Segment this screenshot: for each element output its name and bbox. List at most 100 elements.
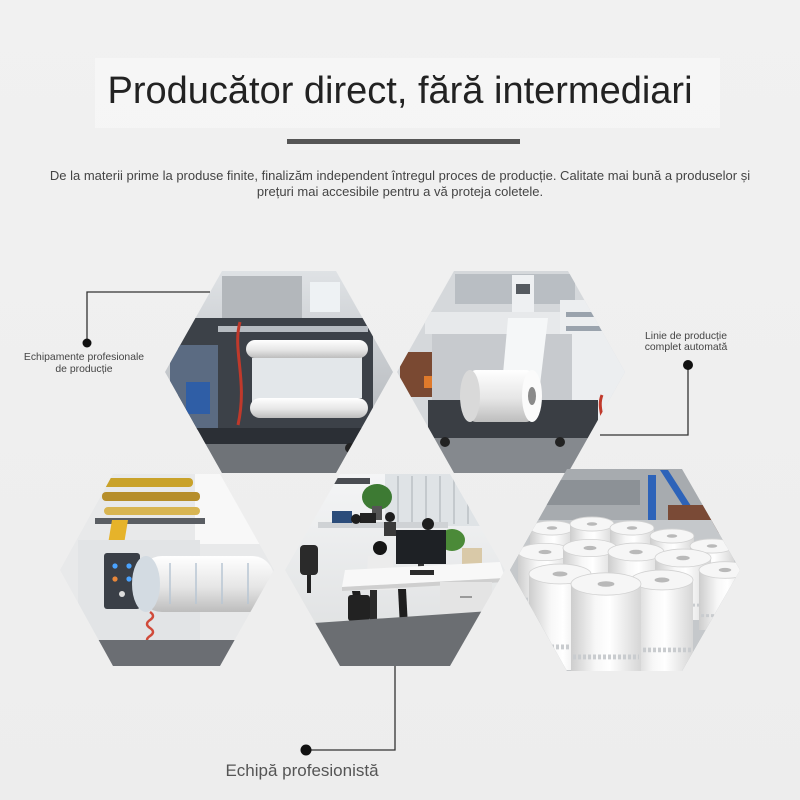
guide-roller xyxy=(218,326,368,332)
person-legs xyxy=(370,590,377,620)
intro-text: De la materii prime la produse finite, f… xyxy=(0,168,800,200)
steel-roller xyxy=(95,518,205,524)
roll-core xyxy=(546,526,558,530)
person-head xyxy=(385,512,395,522)
control-knob xyxy=(119,591,125,597)
machine-base xyxy=(182,428,370,444)
roll-core xyxy=(586,522,598,526)
roll-core xyxy=(666,534,678,538)
gold-roller xyxy=(104,507,200,515)
machine-display xyxy=(516,284,530,294)
factory-wall-panel xyxy=(222,276,302,318)
photo-slitting-machine xyxy=(60,474,274,666)
machine-control-box xyxy=(186,382,210,414)
gold-roller xyxy=(102,492,200,501)
desk-monitor xyxy=(396,530,446,564)
film-roll-body xyxy=(470,370,532,422)
roll-core xyxy=(552,571,568,577)
film-roll-end xyxy=(460,370,480,422)
person-head xyxy=(422,518,434,530)
roll-core xyxy=(538,549,552,555)
office-plant xyxy=(362,484,392,510)
roll-body xyxy=(631,580,693,671)
callout-dot-equipment xyxy=(82,338,92,348)
film-web xyxy=(252,352,362,402)
blue-machine-pillar xyxy=(648,475,656,540)
intro-line: prețuri mai accesibile pentru a vă prote… xyxy=(256,184,544,199)
roll-core xyxy=(676,555,690,561)
roll-core xyxy=(706,544,718,548)
callout-label-line: Linie de producție xyxy=(644,331,728,342)
keyboard xyxy=(410,570,434,575)
indicator-light xyxy=(112,576,118,582)
person-head xyxy=(373,541,387,555)
person-head xyxy=(351,514,361,524)
title-underline xyxy=(287,139,520,144)
film-print-pattern xyxy=(169,563,249,604)
person-body xyxy=(384,522,396,536)
machine-wheel xyxy=(440,437,450,447)
office-floor xyxy=(285,610,505,666)
ceiling-light xyxy=(300,478,370,484)
callout-label-line: complet automată xyxy=(644,342,728,353)
factory-window xyxy=(310,282,340,312)
factory-floor xyxy=(60,640,274,666)
callout-line-team xyxy=(306,666,396,751)
photo-film-rolls xyxy=(510,469,740,671)
photo-automated-production-line xyxy=(397,271,625,473)
machine-wheel xyxy=(345,443,355,453)
callout-label-equipment: Echipamente profesionale de producție xyxy=(14,352,154,376)
plant-pot xyxy=(372,506,382,520)
callout-label-team: Echipă profesionistă xyxy=(225,761,379,780)
office-window xyxy=(385,474,505,526)
monitor xyxy=(360,513,376,523)
callout-label-line: Echipamente profesionale xyxy=(23,352,145,363)
chair-stem xyxy=(307,575,311,593)
machine-housing xyxy=(425,312,575,334)
film-roll xyxy=(246,340,368,358)
page-title: Producător direct, fără intermediari xyxy=(107,70,693,112)
coiled-cable xyxy=(145,610,155,646)
office-chair xyxy=(348,595,370,621)
indicator-light xyxy=(126,576,132,582)
roll-core xyxy=(597,581,615,587)
drawer-handle xyxy=(460,596,472,598)
intro-line: De la materii prime la produse finite, f… xyxy=(49,168,751,183)
roll-body xyxy=(571,584,641,671)
desk-edge xyxy=(342,578,505,591)
roll-body xyxy=(699,570,740,630)
factory-floor xyxy=(397,438,625,473)
film-roll-end xyxy=(132,556,160,612)
callout-dot-team xyxy=(300,744,312,756)
roll-core xyxy=(718,567,732,573)
distant-machines xyxy=(540,480,640,505)
cabinet-vent xyxy=(566,326,616,331)
machine-wheel xyxy=(195,443,205,453)
photo-office-team xyxy=(285,474,505,666)
callout-label-line: de producție xyxy=(55,364,113,375)
film-roll xyxy=(570,572,642,671)
roll-core xyxy=(626,526,638,530)
roll-core xyxy=(654,577,670,583)
indicator-light xyxy=(112,563,118,569)
callout-label-production-line: Linie de producție complet automată xyxy=(626,331,746,353)
film-roll-core xyxy=(528,387,536,405)
film-roll-stack xyxy=(517,516,740,671)
film-sheet xyxy=(502,318,548,385)
callout-line-equipment xyxy=(86,291,210,343)
roll-core xyxy=(583,545,597,551)
office-chair xyxy=(300,545,318,575)
back-desk-row xyxy=(318,522,448,528)
window-light xyxy=(195,474,274,544)
photo-production-equipment xyxy=(165,271,393,473)
callout-dot-production-line xyxy=(683,360,693,370)
roll-core xyxy=(629,549,643,555)
red-cable xyxy=(236,321,243,426)
monitor xyxy=(332,511,352,523)
machine-wheel xyxy=(555,437,565,447)
film-roll xyxy=(698,561,740,630)
callout-line-production-line xyxy=(600,365,689,436)
title-backdrop xyxy=(95,58,720,128)
printed-film-roll xyxy=(140,556,274,612)
